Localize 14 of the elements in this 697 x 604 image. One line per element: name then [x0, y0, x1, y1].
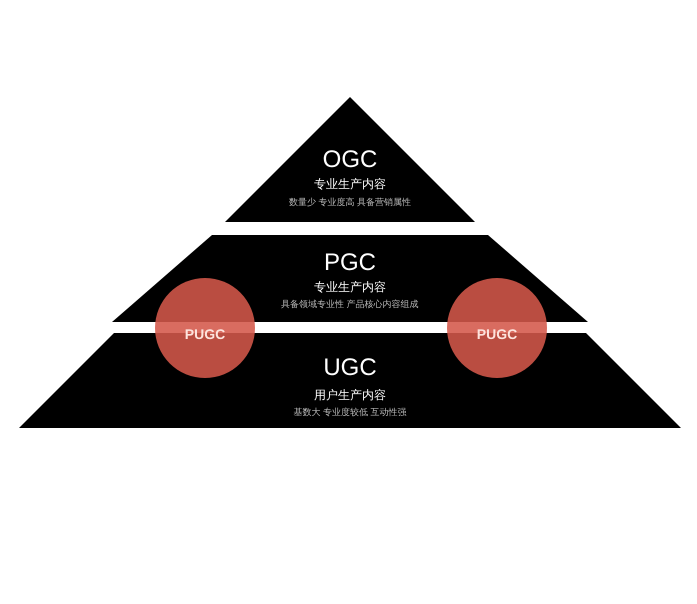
level-description: 具备领域专业性 产品核心内容组成 — [280, 299, 420, 310]
overlap-circle — [447, 278, 547, 378]
overlap-circle — [155, 278, 255, 378]
level-heading: UGC — [322, 355, 378, 381]
level-subtitle: 专业生产内容 — [313, 280, 387, 294]
circle-label: PUGC — [476, 325, 518, 344]
circle-label: PUGC — [184, 325, 226, 344]
level-description: 数量少 专业度高 具备营销属性 — [288, 197, 412, 208]
level-subtitle: 用户生产内容 — [313, 388, 387, 402]
pyramid-top — [225, 97, 475, 222]
level-subtitle: 专业生产内容 — [313, 177, 387, 191]
level-heading: OGC — [322, 147, 378, 173]
level-description: 基数大 专业度较低 互动性强 — [292, 407, 408, 418]
level-heading: PGC — [322, 250, 377, 276]
